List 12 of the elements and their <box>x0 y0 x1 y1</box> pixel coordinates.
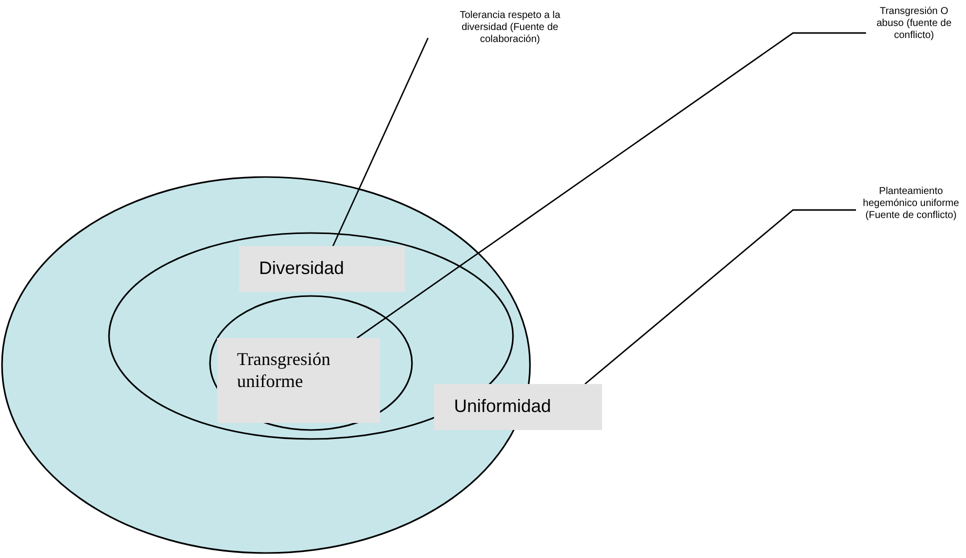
leader-line <box>584 209 856 385</box>
box-label: Transgresión uniforme <box>237 348 332 392</box>
box-label: Diversidad <box>259 258 346 279</box>
leader-line <box>356 32 866 339</box>
callout-text: Tolerancia respeto a la diversidad (Fuente de colaboración) <box>458 10 562 46</box>
callout-text: Planteamiento hegemónico uniforme (Fuente de conflicto) <box>862 186 960 222</box>
box-label: Uniformidad <box>454 396 552 417</box>
label-box <box>434 384 602 430</box>
callout-text: Transgresión O abuso (fuente de conflicto) <box>875 6 953 42</box>
leader-line <box>332 38 429 246</box>
label-box <box>239 246 405 292</box>
label-box <box>217 338 380 423</box>
